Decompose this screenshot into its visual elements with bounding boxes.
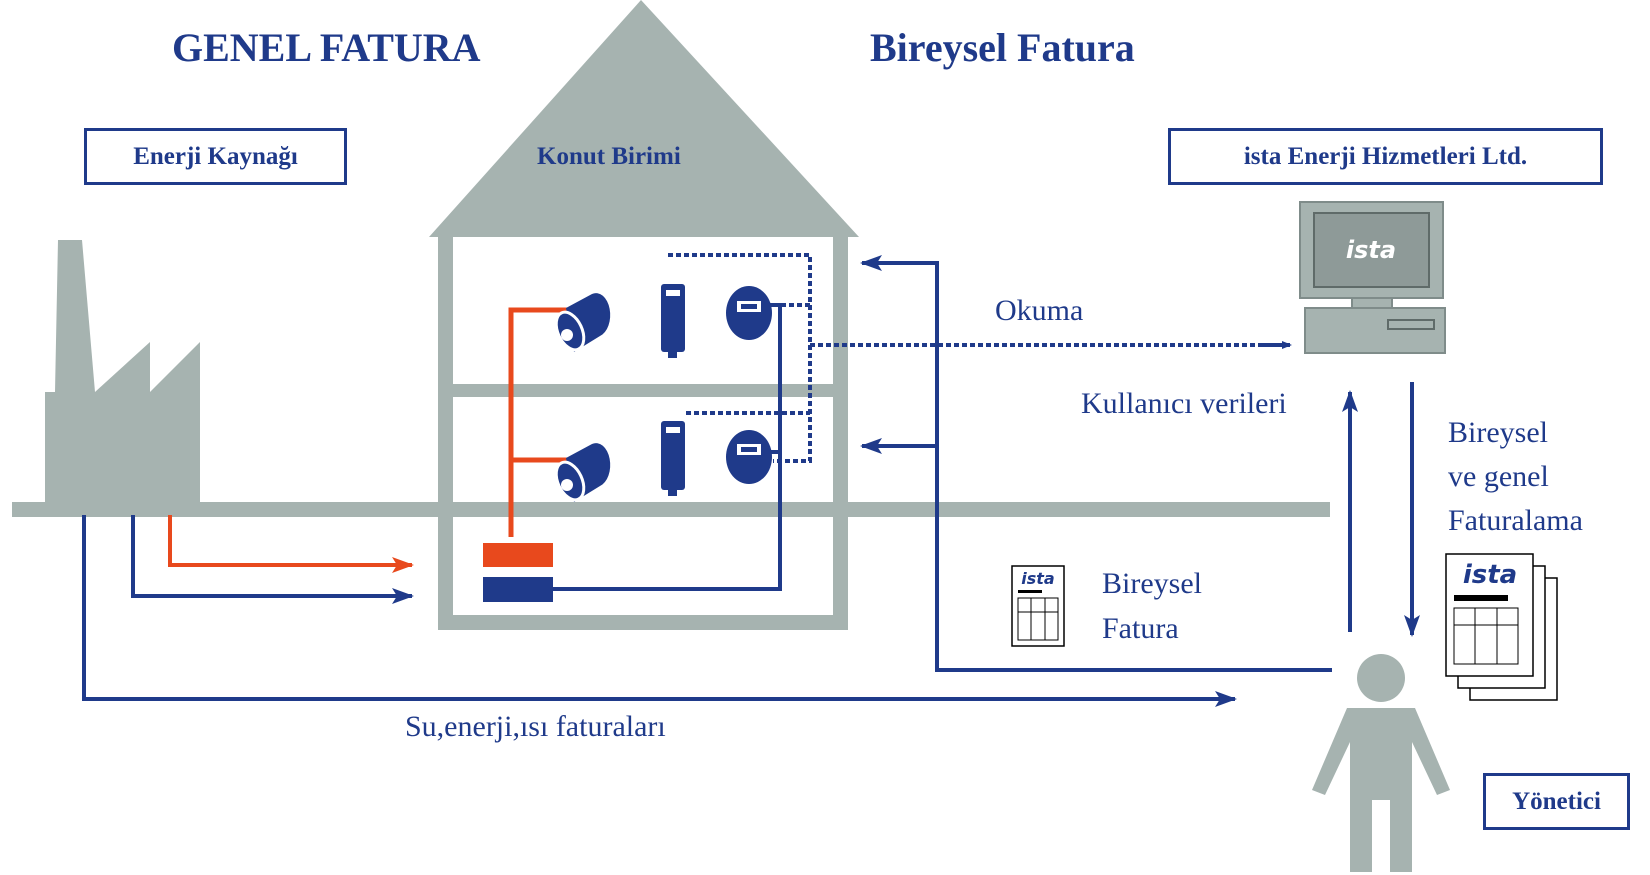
manager-box: Yönetici	[1483, 773, 1630, 830]
billing-label-line1: Bireysel	[1448, 416, 1548, 449]
individual-invoice-title: Bireysel Fatura	[870, 25, 1135, 70]
computer-icon: ista	[1299, 201, 1446, 354]
screen-logo: ista	[1346, 236, 1396, 264]
electric-meter-icon	[726, 286, 772, 340]
energy-feed-arrow	[168, 515, 414, 573]
invoice-label-line1: Bireysel	[1102, 567, 1202, 600]
user-data-label: Kullanıcı verileri	[1081, 387, 1287, 420]
energy-source-box: Enerji Kaynağı	[84, 128, 347, 185]
water-feed-arrow	[131, 515, 414, 604]
stack-logo: ista	[1463, 560, 1517, 590]
manager-person-icon	[1312, 654, 1450, 872]
hot-distribution-box	[483, 543, 553, 567]
invoice-label-line2: Fatura	[1102, 612, 1179, 645]
billing-label-line3: Faturalama	[1448, 504, 1583, 537]
house-icon	[429, 0, 859, 630]
heat-meter-icon	[554, 443, 611, 502]
cold-distribution-box	[483, 577, 553, 602]
heat-meter-icon	[554, 293, 611, 352]
utility-bills-label: Su,enerji,ısı faturaları	[405, 710, 666, 743]
electric-meter-icon	[726, 430, 772, 484]
general-invoice-title: GENEL FATURA	[172, 25, 481, 70]
individual-bill-arrow	[860, 255, 1332, 672]
hot-supply-pipe	[508, 307, 570, 537]
invoice-stack-icon: ista	[1445, 553, 1558, 701]
meter-reading-network	[668, 253, 1280, 463]
invoice-logo: ista	[1021, 569, 1054, 588]
water-meter-icon	[661, 421, 685, 496]
ground-line	[12, 502, 1330, 517]
billing-label-line2: ve genel	[1448, 460, 1549, 493]
invoice-icon: ista	[1011, 565, 1065, 647]
reading-label: Okuma	[995, 294, 1084, 327]
utility-bills-arrow	[82, 515, 1237, 707]
building-label: Konut Birimi	[537, 143, 681, 170]
water-meter-icon	[661, 284, 685, 358]
factory-icon	[45, 240, 200, 505]
company-box: ista Enerji Hizmetleri Ltd.	[1168, 128, 1603, 185]
